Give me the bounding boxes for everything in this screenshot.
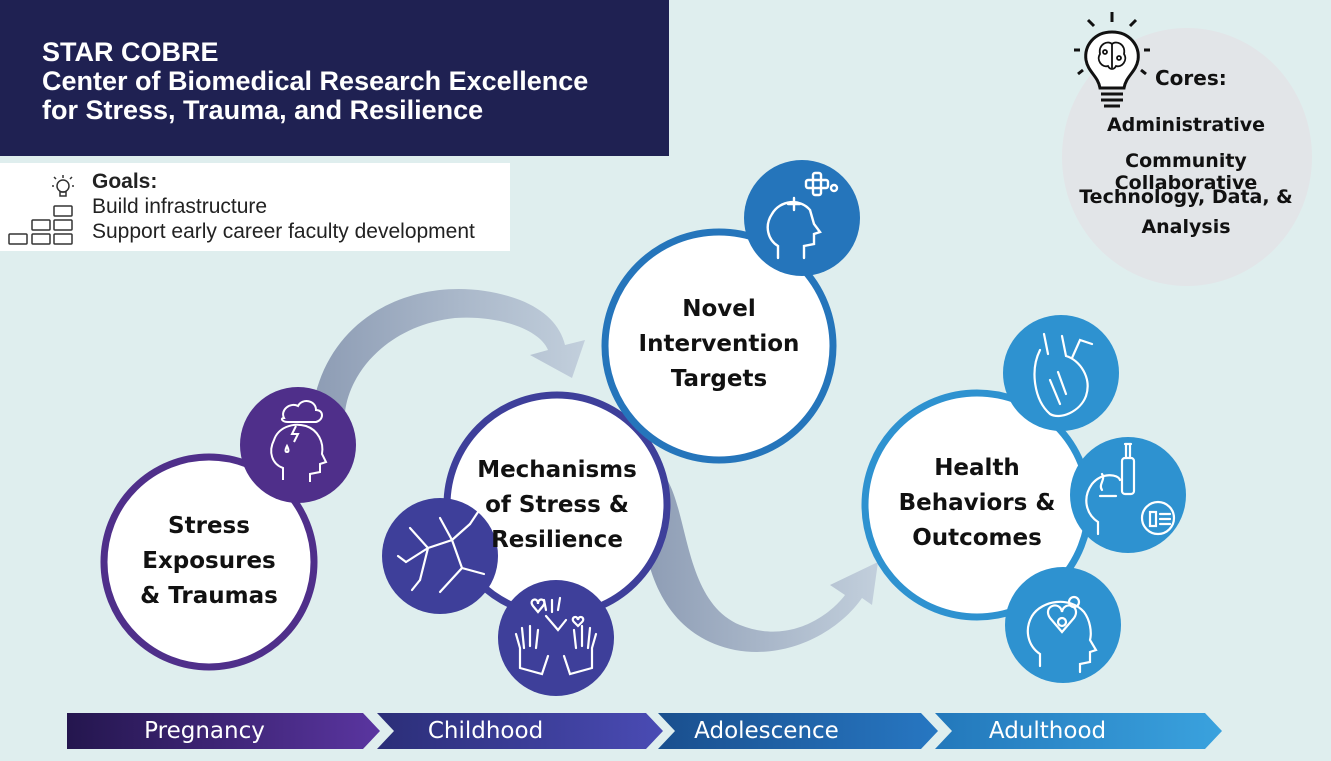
neurons-icon <box>396 510 486 594</box>
mind-heart-gear-icon <box>1026 595 1098 674</box>
stage-pregnancy-arrow <box>67 713 380 749</box>
mind-plus-icon-badge <box>744 160 860 276</box>
cores-title: Cores: <box>1155 66 1227 90</box>
stage-childhood-arrow <box>377 713 663 749</box>
novel-circle <box>601 228 837 464</box>
title-banner: STAR COBRE Center of Biomedical Research… <box>0 0 669 156</box>
stress-label-line: & Traumas <box>140 583 278 609</box>
novel-label-line: Intervention <box>638 331 800 357</box>
stress-label-line: Stress <box>168 513 250 539</box>
stressed-head-icon <box>270 400 328 482</box>
stage-adolescence-label: Adolescence <box>694 718 839 744</box>
stage-pregnancy-label: Pregnancy <box>144 718 265 744</box>
neuron-icon-badge <box>382 498 498 614</box>
lightbulb-brain-icon <box>1074 12 1150 108</box>
growth-blocks-icon <box>8 175 74 245</box>
health-label-line: Behaviors & <box>898 490 1056 516</box>
helping-hands-icon <box>514 596 598 676</box>
title-line-2: Center of Biomedical Research Excellence <box>42 66 589 96</box>
title-line-3: for Stress, Trauma, and Resilience <box>42 95 484 125</box>
stress-label: Stress Exposures & Traumas <box>119 509 299 614</box>
stage-adulthood-arrow <box>935 713 1222 749</box>
head-plus-icon <box>766 171 839 260</box>
hands-icon-badge <box>498 580 614 696</box>
stress-circle <box>100 453 318 671</box>
stage-childhood-label: Childhood <box>427 718 544 744</box>
mechanisms-label-line: Mechanisms <box>477 457 637 483</box>
title-line-1: STAR COBRE <box>42 37 219 67</box>
health-label-line: Outcomes <box>912 525 1042 551</box>
anatomical-heart-icon <box>1033 332 1094 418</box>
novel-label: Novel Intervention Targets <box>624 292 814 397</box>
mechanisms-label-line: of Stress & <box>485 492 629 518</box>
goals-title: Goals: <box>92 170 158 193</box>
core-item: Analysis <box>1141 216 1231 238</box>
health-label-line: Health <box>934 455 1020 481</box>
novel-label-line: Novel <box>682 296 756 322</box>
stage-adolescence-arrow <box>658 713 938 749</box>
goal-item: Build infrastructure <box>92 195 268 218</box>
health-label: Health Behaviors & Outcomes <box>882 451 1072 556</box>
stress-label-line: Exposures <box>142 548 276 574</box>
mechanisms-label: Mechanisms of Stress & Resilience <box>462 453 652 558</box>
goal-item: Support early career faculty development <box>92 220 475 243</box>
smoking-drinking-icon <box>1085 442 1176 536</box>
goals-box: Goals: Build infrastructure Support earl… <box>0 163 510 251</box>
novel-label-line: Targets <box>670 366 768 392</box>
core-item: Community Collaborative <box>1114 150 1258 194</box>
flow-arrow-2 <box>641 470 878 652</box>
core-item: Administrative <box>1106 114 1266 136</box>
heart-icon-badge <box>1003 315 1119 431</box>
flow-arrow-1 <box>312 289 585 412</box>
stage-adulthood-label: Adulthood <box>988 718 1107 744</box>
mechanisms-label-line: Resilience <box>491 527 623 553</box>
core-item: Technology, Data, & <box>1079 186 1293 208</box>
stress-icon-badge <box>240 387 356 503</box>
